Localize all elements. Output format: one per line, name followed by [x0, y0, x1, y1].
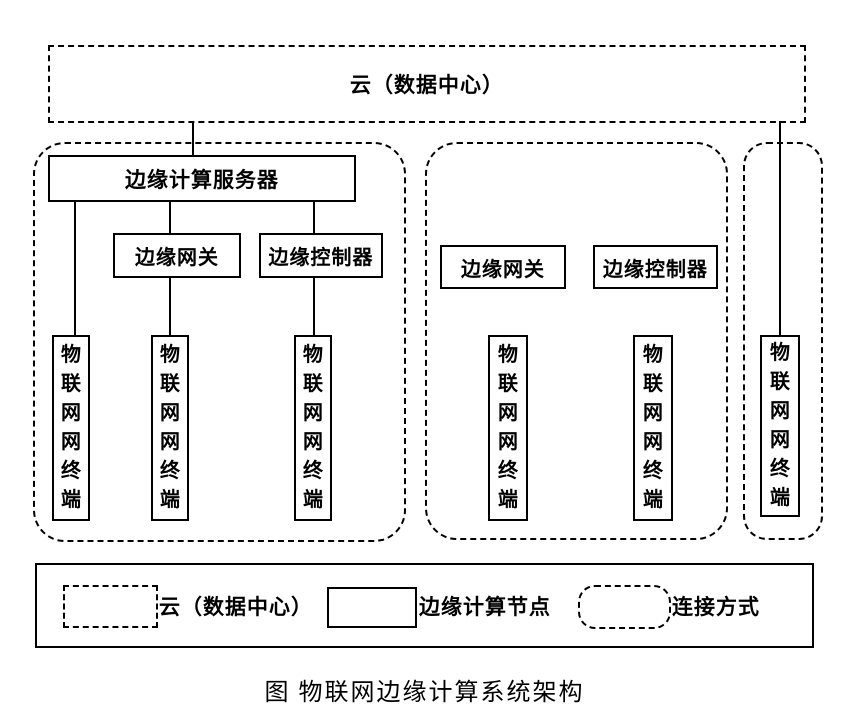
iot-terminal-6-box: 物联网网终端 [760, 335, 800, 517]
legend-box [35, 563, 814, 648]
connector-controller-1-to-terminal-3 [313, 276, 315, 337]
edge-node-1-container [33, 142, 406, 542]
edge-server-label: 边缘计算服务器 [125, 167, 279, 192]
iot-terminal-3-box: 物联网网终端 [294, 335, 332, 521]
edge-server-box: 边缘计算服务器 [48, 155, 356, 202]
edge-gateway-1-box: 边缘网关 [113, 233, 241, 278]
iot-terminal-5-box: 物联网网终端 [633, 335, 673, 521]
iot-terminal-2-box: 物联网网终端 [151, 335, 189, 521]
edge-controller-2-box: 边缘控制器 [593, 245, 718, 289]
legend-edge-node-label: 边缘计算节点 [419, 594, 551, 619]
cloud-data-center-label: 云（数据中心） [350, 73, 504, 97]
edge-controller-1-label: 边缘控制器 [268, 247, 374, 269]
legend-connection-swatch [578, 585, 671, 629]
legend-cloud-swatch [63, 585, 158, 628]
figure-caption: 图 物联网边缘计算系统架构 [264, 680, 585, 706]
edge-controller-1-box: 边缘控制器 [259, 233, 383, 278]
connector-gateway-1-to-terminal-2 [169, 276, 171, 337]
edge-node-2-container [425, 142, 728, 540]
connector-server-to-gateway-1 [169, 200, 171, 235]
edge-node-3-container [743, 142, 823, 540]
legend-cloud-label: 云（数据中心） [159, 594, 313, 619]
connector-cloud-to-server [192, 121, 194, 157]
iot-terminal-4-box: 物联网网终端 [488, 335, 528, 521]
connector-server-to-terminal-1 [74, 200, 76, 337]
edge-controller-2-label: 边缘控制器 [603, 258, 708, 281]
edge-gateway-1-label: 边缘网关 [135, 247, 219, 269]
connector-server-to-controller-1 [313, 200, 315, 235]
edge-gateway-2-label: 边缘网关 [461, 258, 545, 281]
edge-gateway-2-box: 边缘网关 [440, 245, 566, 289]
cloud-data-center-box: 云（数据中心） [48, 45, 806, 123]
iot-terminal-1-box: 物联网网终端 [52, 335, 90, 521]
legend-edge-node-swatch [327, 587, 417, 628]
connector-cloud-to-terminal-6 [779, 121, 781, 335]
legend-connection-label: 连接方式 [672, 594, 760, 619]
